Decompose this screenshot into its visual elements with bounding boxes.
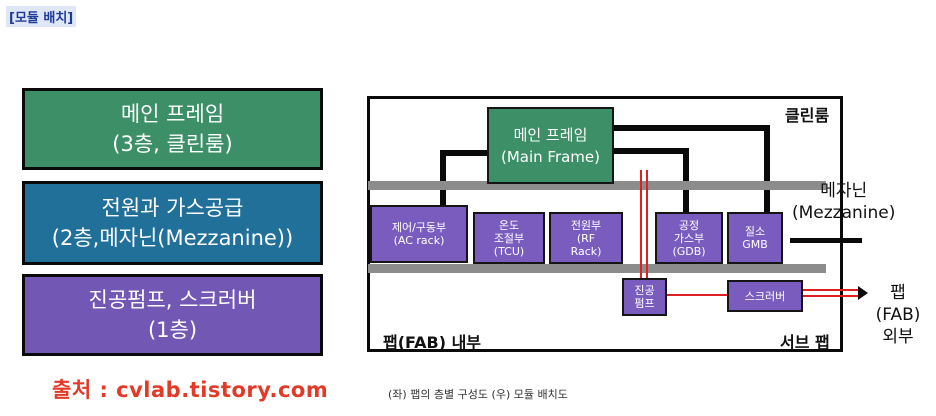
module-line: 가스부: [673, 231, 705, 245]
module-line: Rack): [570, 244, 602, 258]
exhaust-line-to-outside: [803, 289, 861, 291]
pipe-left-horizontal: [440, 150, 490, 156]
module-line: (GDB): [672, 244, 706, 258]
mezzanine-floor-lower: [368, 264, 826, 273]
fab-inside-label: 팹(FAB) 내부: [383, 333, 482, 352]
scrubber-label: 스크러버: [744, 289, 786, 303]
module-line: 질소: [744, 225, 766, 238]
layer-subtitle: (1층): [147, 318, 198, 342]
layer-subtitle: (3층, 클린룸): [112, 132, 233, 156]
sub-fab-label: 서브 팹: [780, 333, 830, 352]
mezzanine-line: (Mezzanine): [792, 203, 896, 223]
figure-caption: (좌) 팹의 층별 구성도 (우) 모듈 배치도: [388, 388, 568, 401]
fab-frame: [367, 96, 843, 352]
source-credit: 출처 : cvlab.tistory.com: [52, 378, 329, 402]
fab-outside-line: 외부: [882, 327, 914, 347]
module-line: 공정: [678, 218, 700, 232]
layer-title: 진공펌프, 스크러버: [88, 288, 257, 312]
section-header: [모듈 배치]: [6, 6, 77, 27]
layer-main-frame: 메인 프레임 (3층, 클린룸): [22, 88, 323, 170]
module-line: GMB: [742, 238, 768, 251]
module-line: 조절부: [493, 231, 525, 245]
fab-outside-label: 팹 (FAB) 외부: [866, 282, 930, 348]
main-frame-subtitle: (Main Frame): [500, 147, 601, 166]
fab-outside-line: 팹: [890, 283, 906, 303]
exhaust-line-vertical: [640, 170, 642, 278]
module-line: 온도: [498, 218, 520, 232]
mezzanine-floor-upper: [368, 181, 826, 190]
pipe-gdb-horizontal: [614, 148, 689, 154]
module-line: 전원부: [570, 218, 602, 232]
layer-title: 메인 프레임: [120, 102, 225, 126]
fab-outside-line: (FAB): [875, 305, 921, 325]
layer-title: 전원과 가스공급: [101, 196, 244, 220]
module-line: (AC rack): [393, 234, 445, 247]
pump-line: 펌프: [634, 297, 655, 310]
cleanroom-label: 클린룸: [785, 106, 830, 125]
module-line: 제어/구동부: [391, 221, 447, 234]
module-tcu: 온도 조절부 (TCU): [473, 212, 545, 264]
mezzanine-line: 메자닌: [820, 181, 868, 201]
pipe-gdb-vertical: [683, 148, 689, 213]
layer-subtitle: (2층,메자닌(Mezzanine)): [51, 226, 294, 250]
main-frame-title: 메인 프레임: [513, 125, 588, 144]
pipe-to-mezzanine: [790, 238, 862, 243]
module-ac-rack: 제어/구동부 (AC rack): [370, 205, 468, 263]
pump-line: 진공: [634, 284, 655, 297]
pipe-top: [614, 125, 770, 131]
pipe-top-right-vertical: [764, 125, 770, 235]
scrubber-box: 스크러버: [727, 280, 803, 312]
module-gmb: 질소 GMB: [727, 212, 783, 264]
layer-vacuum-scrubber: 진공펌프, 스크러버 (1층): [22, 274, 323, 356]
module-line: (RF: [576, 231, 596, 245]
exhaust-line-vertical-2: [646, 170, 648, 278]
layer-power-gas: 전원과 가스공급 (2층,메자닌(Mezzanine)): [22, 181, 323, 265]
exhaust-line-pump-scrubber: [667, 294, 727, 296]
module-line: (TCU): [493, 244, 525, 258]
vacuum-pump-box: 진공 펌프: [622, 278, 667, 316]
module-rf-rack: 전원부 (RF Rack): [549, 212, 623, 264]
mezzanine-label: 메자닌 (Mezzanine): [792, 180, 895, 224]
exhaust-line-to-outside-2: [803, 295, 861, 297]
module-gdb: 공정 가스부 (GDB): [655, 212, 723, 264]
main-frame-box: 메인 프레임 (Main Frame): [487, 107, 614, 184]
exhaust-arrow-icon: [858, 286, 868, 300]
